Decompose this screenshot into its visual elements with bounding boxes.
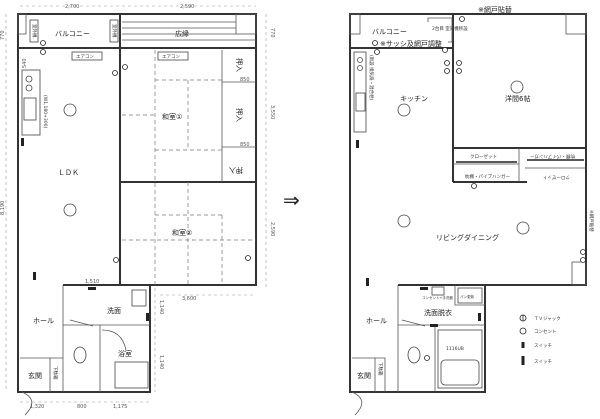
kitchen-counter: [353, 51, 367, 133]
stove-burner-icon: [357, 65, 363, 71]
aircon-label: エアコン: [76, 54, 94, 60]
room-label-kitchen: キッチン: [400, 95, 428, 103]
bathtub: [440, 359, 480, 386]
dim-label: 1,320: [30, 404, 44, 410]
closet-label: 押入: [229, 166, 243, 175]
ceiling-light-icon: [397, 103, 411, 117]
screen-replacement-note: ※網戸貼替: [478, 5, 512, 14]
ceiling-light-icon: [516, 221, 530, 235]
kitchen-note: (新設 換気扇・混合栓): [368, 55, 375, 101]
ceiling-light-icon: [63, 103, 77, 117]
legend-label: ＴＶジャック: [534, 316, 561, 322]
closet-label: クローゼット: [470, 153, 497, 160]
outdoor-unit-label: 室外機: [111, 24, 118, 38]
dim-label: 1,510: [85, 279, 99, 285]
tatami-lines: [122, 50, 256, 285]
closet-rail-label: 枕棚・パイプハンガー: [530, 153, 575, 160]
ceiling-light-icon: [63, 203, 77, 217]
room-label-ldk: ＬＤＫ: [58, 169, 79, 177]
outer-wall: [17, 13, 257, 393]
legend: ＴＶジャック コンセント スイッチ スイッチ: [519, 314, 561, 365]
ceiling-light-icon: [510, 80, 524, 94]
before-plan: 2,700 2,590 770 540 8,190 770 3,550 2,59…: [0, 4, 275, 416]
switch-marks: [356, 16, 586, 361]
aircon-box: [71, 51, 103, 61]
dim-label: 8,190: [0, 201, 6, 215]
dim-label: 1,140: [158, 355, 164, 369]
dim-label: 850: [240, 142, 250, 148]
stove-burner-icon: [357, 57, 363, 63]
room-label-washitsu-1: 和室①: [162, 112, 182, 121]
dim-label: 3,600: [182, 296, 196, 302]
stove-burner-icon: [25, 84, 33, 92]
room-label-balcony: バルコニー: [55, 30, 90, 38]
room-label-balcony: バルコニー: [372, 28, 407, 36]
legend-label: コンセント: [534, 329, 557, 335]
stove-burner-icon: [25, 75, 33, 83]
legend-label: スイッチ: [534, 359, 552, 365]
aircon-label: エアコン: [162, 54, 180, 60]
room-label-engawa: 広縁: [175, 29, 189, 38]
switch-3way-icon: [521, 356, 525, 365]
kitchen-note: (W1,180+300): [42, 95, 48, 128]
bathtub: [114, 361, 149, 389]
room-label-entrance: 玄関: [357, 371, 371, 380]
dim-label: 540: [22, 58, 28, 68]
room-label-western-room: 洋間6帖: [505, 94, 530, 103]
dim-label: 800: [77, 404, 87, 410]
room-label-hall: ホール: [366, 317, 387, 325]
pan-note: パン更新: [460, 294, 475, 299]
switch-icon: [521, 342, 525, 348]
legend-label: スイッチ: [534, 343, 552, 349]
washer-pan: [457, 287, 483, 304]
room-label-hall: ホール: [33, 317, 54, 325]
closet-label: 押入: [235, 58, 244, 72]
unit-bath-label: 1116UB: [446, 346, 464, 352]
aircon-box: [157, 51, 189, 61]
shoe-box-label: 下駄箱: [52, 366, 59, 380]
room-label-washroom: 洗面: [107, 306, 121, 315]
room-label-washitsu-2: 和室②: [172, 228, 192, 237]
outdoor-unit-note: 2台目 室外機移設: [432, 25, 468, 32]
sash-adjustment-note: ※サッシ及網戸調整: [380, 39, 442, 48]
dim-label: 2,590: [180, 4, 194, 10]
room-label-living-dining: リビングダイニング: [436, 233, 499, 242]
dim-label: 770: [269, 28, 275, 38]
dim-label: 2,590: [269, 222, 275, 236]
arrow-icon: ⇒: [283, 188, 300, 212]
sink-icon: [355, 92, 366, 112]
toilet-icon: [407, 346, 421, 364]
wash-basin: [131, 289, 147, 307]
after-plan: ※網戸貼替 バルコニー ※サッシ及網戸調整 2台目 室外機移設 (新設 換気扇・…: [349, 5, 595, 416]
sink-icon: [23, 97, 37, 121]
switch-marks: [21, 40, 251, 321]
before-dimensions: 2,700 2,590 770 540 8,190 770 3,550 2,59…: [0, 4, 275, 410]
shoe-box-label: 下駄箱: [377, 362, 384, 376]
ceiling-light-icon: [397, 214, 411, 228]
dim-label: 850: [240, 77, 250, 83]
dim-label: 770: [0, 30, 6, 40]
dim-label: 1,175: [113, 404, 127, 410]
hand-wash-basin: [431, 286, 445, 296]
dim-label: 2,700: [65, 4, 79, 10]
closet-label: クローゼット: [543, 174, 570, 181]
toilet-icon: [73, 346, 87, 364]
outdoor-unit: [109, 19, 119, 43]
outlet-icon: [519, 327, 527, 335]
room-label-washroom: 洗面脱衣: [424, 308, 452, 317]
side-screen-note: ※網戸貼替: [588, 210, 595, 232]
outdoor-unit-position: [427, 17, 453, 43]
outdoor-unit-label: 室外機: [31, 24, 38, 38]
room-label-entrance: 玄関: [28, 371, 42, 380]
closet-label: 押入: [235, 108, 244, 122]
engawa-floor: [122, 21, 256, 41]
closet-rail-label: 枕棚・パイプハンガー: [465, 173, 510, 180]
outlet-note: コンセント+手洗器: [422, 295, 453, 300]
outdoor-unit: [29, 19, 39, 43]
room-label-bathroom: 浴室: [118, 349, 132, 358]
dim-label: 3,550: [269, 105, 275, 119]
dim-label: 1,140: [158, 300, 164, 314]
